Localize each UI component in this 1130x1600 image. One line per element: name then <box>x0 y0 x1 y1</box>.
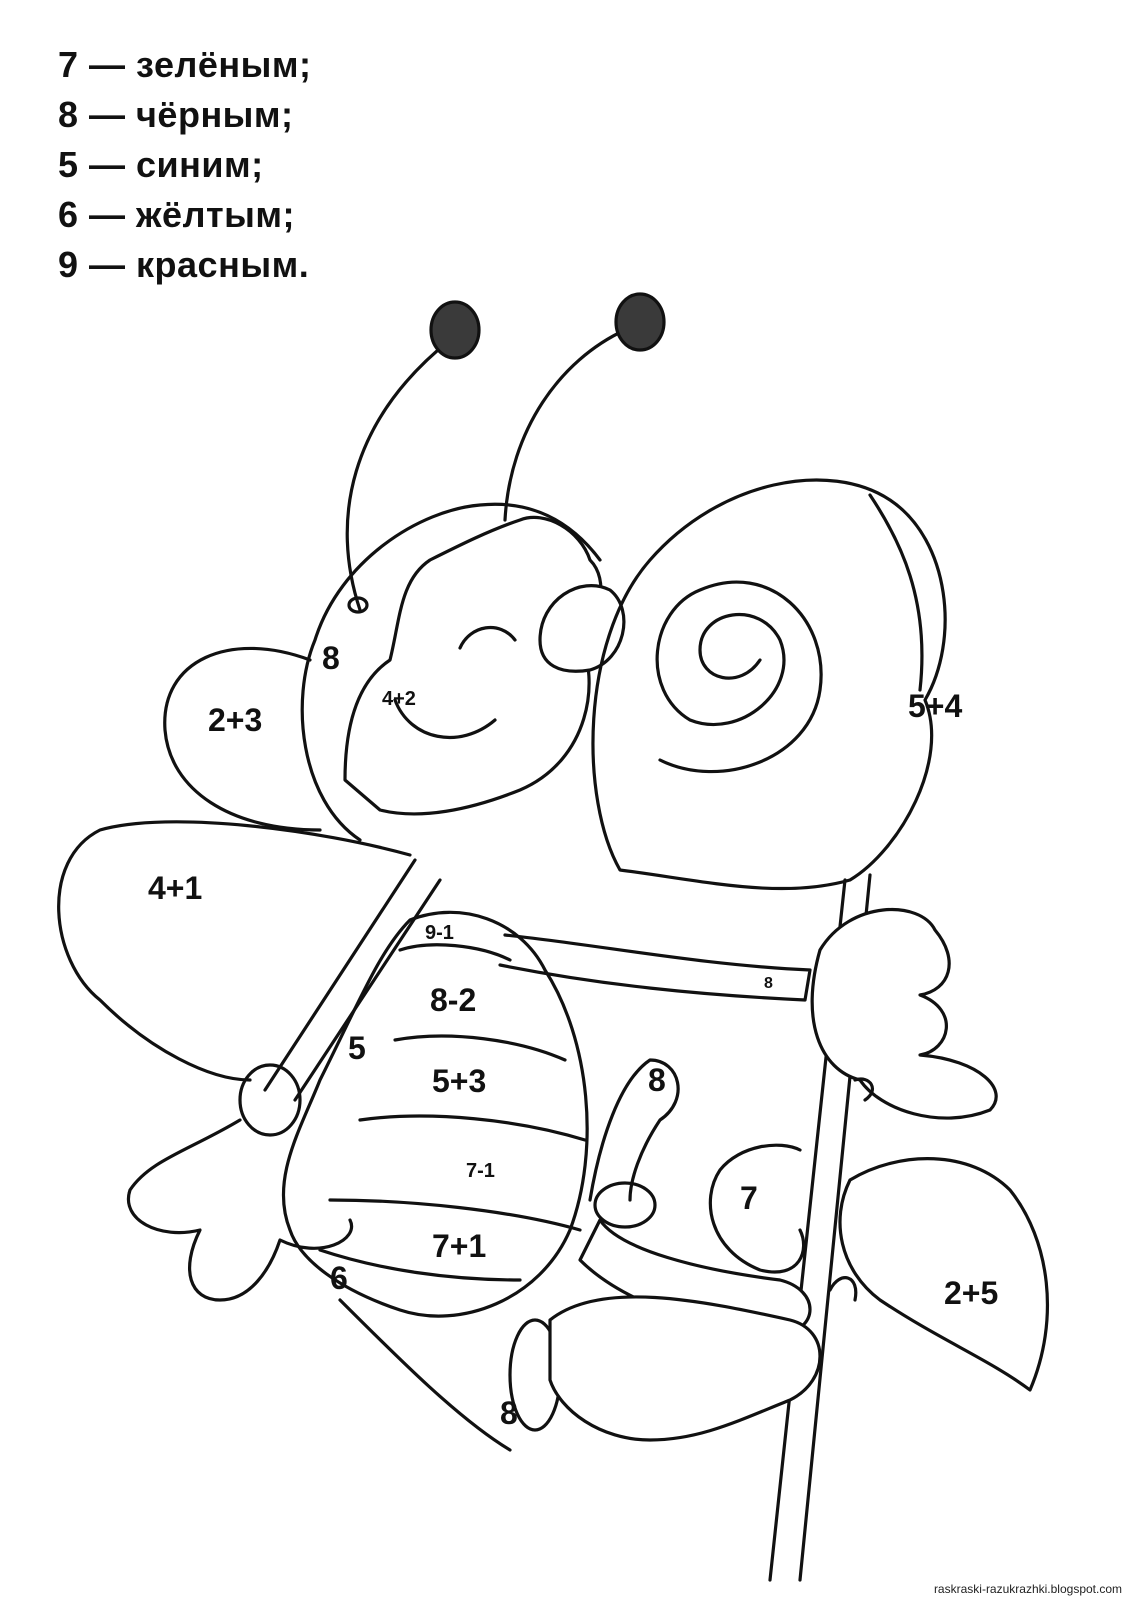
right-antenna-knob <box>614 292 666 352</box>
front-wing <box>57 820 412 1082</box>
left-shoe <box>548 1295 822 1442</box>
nose <box>538 584 626 673</box>
lollipop-swirl <box>655 580 823 774</box>
smile <box>393 698 497 739</box>
label-stripe-3: 5+3 <box>432 1063 487 1099</box>
label-arm: 5 <box>348 1030 366 1066</box>
label-shoe-cuff: 8 <box>500 1395 518 1431</box>
stripe-line-5 <box>318 1248 522 1282</box>
lollipop-rim <box>868 493 924 692</box>
lollipop-outline <box>591 478 947 891</box>
ear-swirl <box>347 596 369 614</box>
body <box>281 910 589 1318</box>
holding-hand <box>810 907 998 1120</box>
closed-eye <box>458 625 517 650</box>
back-wing <box>163 646 322 832</box>
legend-line-5: 5 — синим; <box>58 144 264 185</box>
head <box>300 502 602 842</box>
legend-line-8: 8 — чёрным; <box>58 94 294 135</box>
legend-line-6: 6 — жёлтым; <box>58 194 295 235</box>
right-ankle-cuff <box>593 1181 657 1229</box>
wrist-cuff <box>238 1063 302 1137</box>
label-stripe-2: 8-2 <box>430 982 477 1018</box>
left-hand <box>126 1118 354 1302</box>
right-leg <box>588 1058 680 1202</box>
left-antenna-knob <box>429 300 481 360</box>
label-stripe-5: 7+1 <box>432 1228 487 1264</box>
label-head: 8 <box>322 640 340 676</box>
color-legend: 7 — зелёным; 8 — чёрным; 5 — синим; 6 — … <box>58 40 311 290</box>
right-antenna <box>503 328 627 522</box>
stripe-line-1 <box>398 943 512 962</box>
label-back-wing: 2+3 <box>208 702 263 738</box>
left-antenna <box>345 338 452 612</box>
label-right-hand-cuff: 8 <box>648 1062 666 1098</box>
face <box>343 515 603 816</box>
stripe-line-3 <box>358 1114 587 1142</box>
stick-band <box>498 933 812 1002</box>
left-leg <box>338 1298 512 1452</box>
stripe-line-2 <box>393 1034 567 1062</box>
label-front-wing: 4+1 <box>148 870 203 906</box>
label-big-leaf: 2+5 <box>944 1275 999 1311</box>
legend-line-7: 7 — зелёным; <box>58 44 312 85</box>
label-stripe-1: 9-1 <box>425 922 454 944</box>
label-face: 4+2 <box>382 688 416 710</box>
stem-thorn <box>828 1077 874 1302</box>
label-stripe-4: 7-1 <box>466 1160 495 1182</box>
site-credit: raskraski-razukrazhki.blogspot.com <box>933 1582 1122 1596</box>
label-tail: 6 <box>330 1260 348 1296</box>
stripe-line-4 <box>328 1198 582 1232</box>
label-small-leaf: 7 <box>740 1180 758 1216</box>
label-lollipop: 5+4 <box>908 688 963 724</box>
small-leaf <box>708 1143 806 1274</box>
legend-line-9: 9 — красным. <box>58 244 310 285</box>
big-leaf <box>838 1157 1050 1392</box>
label-stick-band: 8 <box>764 975 773 992</box>
